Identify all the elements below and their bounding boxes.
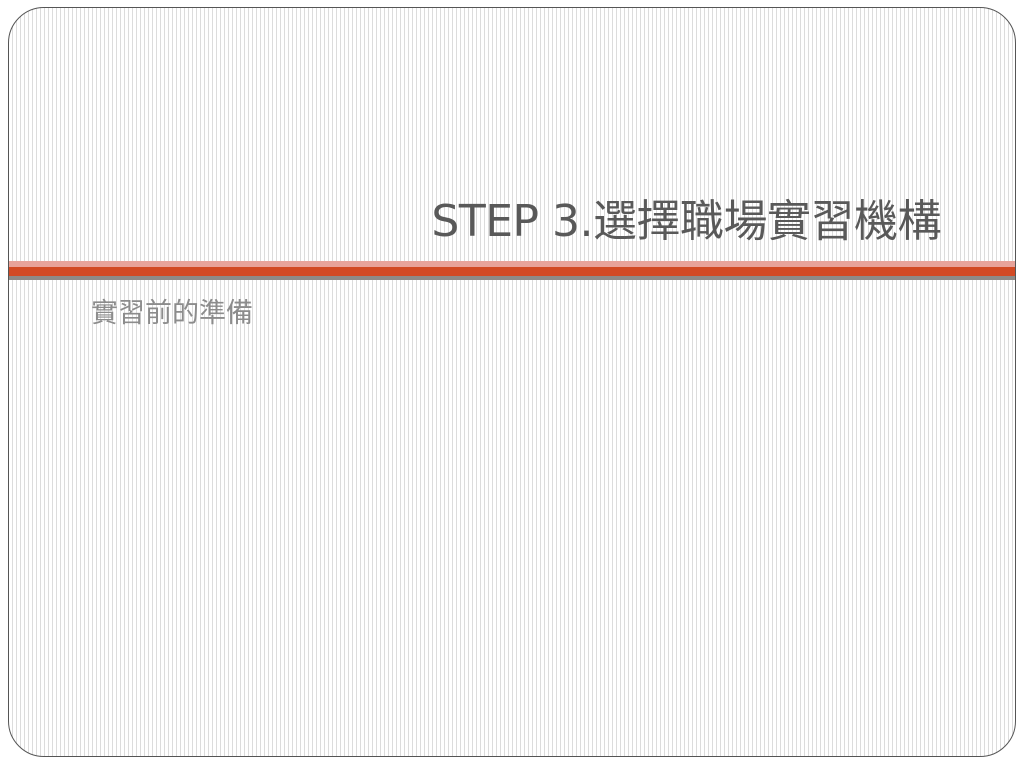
slide: STEP 3.選擇職場實習機構 實習前的準備: [8, 7, 1016, 757]
accent-bar: [9, 267, 1015, 276]
slide-title: STEP 3.選擇職場實習機構: [431, 196, 941, 247]
accent-bar-light: [9, 261, 1015, 267]
accent-bar-shadow: [9, 276, 1015, 280]
slide-body-text: 實習前的準備: [91, 298, 253, 329]
